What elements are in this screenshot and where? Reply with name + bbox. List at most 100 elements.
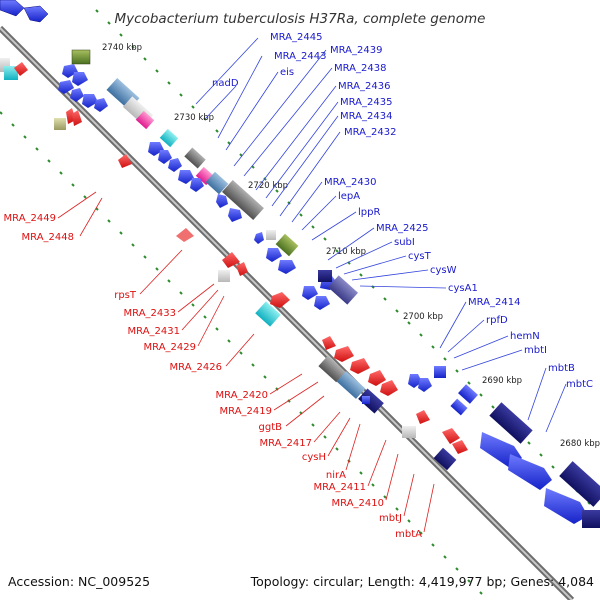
- gene-label[interactable]: MRA_2445: [270, 32, 322, 43]
- gene-block[interactable]: [334, 346, 354, 362]
- gene-block[interactable]: [0, 0, 25, 17]
- gene-label[interactable]: MRA_2430: [324, 177, 376, 188]
- gene-label[interactable]: MRA_2443: [274, 51, 326, 62]
- gene-block[interactable]: [222, 252, 240, 268]
- gene-block[interactable]: [270, 292, 290, 308]
- gene-block[interactable]: [228, 208, 242, 222]
- gene-block[interactable]: [314, 296, 330, 310]
- gene-block[interactable]: [72, 110, 82, 126]
- gene-block[interactable]: [318, 355, 346, 383]
- gene-block[interactable]: [216, 194, 228, 208]
- gene-label[interactable]: nadD: [212, 78, 239, 89]
- gene-label[interactable]: lepA: [338, 191, 360, 202]
- gene-block[interactable]: [148, 142, 164, 156]
- gene-label[interactable]: subI: [394, 237, 415, 248]
- gene-block[interactable]: [433, 447, 457, 471]
- gene-block[interactable]: [489, 402, 533, 444]
- gene-block[interactable]: [434, 366, 446, 378]
- gene-block[interactable]: [275, 233, 299, 257]
- gene-block[interactable]: [71, 49, 91, 65]
- gene-block[interactable]: [368, 370, 386, 386]
- gene-block[interactable]: [442, 428, 460, 444]
- gene-block[interactable]: [452, 440, 468, 454]
- gene-block[interactable]: [322, 336, 336, 350]
- gene-label[interactable]: MRA_2439: [330, 45, 382, 56]
- gene-block[interactable]: [358, 388, 384, 414]
- gene-label[interactable]: cysT: [408, 251, 432, 262]
- gene-label[interactable]: MRA_2410: [332, 498, 384, 509]
- gene-block[interactable]: [582, 510, 600, 528]
- gene-label[interactable]: cysH: [302, 452, 326, 463]
- gene-block[interactable]: [416, 410, 430, 424]
- gene-block[interactable]: [222, 180, 264, 220]
- gene-block[interactable]: [544, 488, 588, 524]
- gene-label[interactable]: hemN: [510, 331, 540, 342]
- gene-block[interactable]: [54, 118, 66, 130]
- gene-label[interactable]: MRA_2433: [124, 308, 176, 319]
- gene-label[interactable]: MRA_2434: [340, 111, 392, 122]
- gene-block[interactable]: [184, 147, 206, 169]
- gene-block[interactable]: [266, 230, 276, 240]
- gene-block[interactable]: [408, 374, 422, 388]
- gene-block[interactable]: [266, 248, 282, 262]
- gene-block[interactable]: [158, 150, 172, 164]
- gene-block[interactable]: [236, 262, 248, 276]
- gene-label[interactable]: MRA_2426: [170, 362, 222, 373]
- gene-label[interactable]: nirA: [326, 470, 346, 481]
- gene-label[interactable]: MRA_2417: [260, 438, 312, 449]
- gene-block[interactable]: [168, 158, 182, 172]
- gene-block[interactable]: [450, 398, 468, 416]
- gene-label[interactable]: MRA_2420: [216, 390, 268, 401]
- gene-label[interactable]: MRA_2429: [144, 342, 196, 353]
- gene-label[interactable]: cysW: [430, 265, 457, 276]
- gene-block[interactable]: [94, 98, 108, 112]
- gene-block[interactable]: [72, 72, 88, 86]
- gene-block[interactable]: [218, 270, 230, 282]
- gene-block[interactable]: [62, 64, 78, 78]
- gene-block[interactable]: [559, 461, 600, 507]
- gene-label[interactable]: MRA_2448: [22, 232, 74, 243]
- gene-label[interactable]: MRA_2438: [334, 63, 386, 74]
- gene-label[interactable]: MRA_2419: [220, 406, 272, 417]
- gene-label[interactable]: MRA_2411: [314, 482, 366, 493]
- gene-block[interactable]: [58, 80, 74, 94]
- gene-block[interactable]: [23, 5, 49, 23]
- gene-label[interactable]: mbtI: [524, 345, 547, 356]
- gene-block[interactable]: [362, 396, 370, 404]
- gene-label[interactable]: cysA1: [448, 283, 478, 294]
- gene-block[interactable]: [0, 58, 10, 72]
- gene-block[interactable]: [176, 228, 194, 242]
- gene-block[interactable]: [159, 128, 179, 148]
- gene-block[interactable]: [458, 384, 478, 404]
- gene-label[interactable]: mbtJ: [379, 513, 402, 524]
- gene-label[interactable]: MRA_2431: [128, 326, 180, 337]
- gene-block[interactable]: [205, 171, 229, 195]
- gene-block[interactable]: [190, 178, 204, 192]
- gene-label[interactable]: lppR: [358, 207, 380, 218]
- gene-block[interactable]: [418, 378, 432, 392]
- gene-label[interactable]: mbtA: [395, 529, 422, 540]
- gene-label[interactable]: mbtC: [566, 379, 593, 390]
- gene-block[interactable]: [302, 286, 318, 300]
- gene-label[interactable]: MRA_2432: [344, 127, 396, 138]
- gene-label[interactable]: MRA_2425: [376, 223, 428, 234]
- gene-block[interactable]: [135, 110, 155, 130]
- gene-label[interactable]: rpfD: [486, 315, 508, 326]
- gene-block[interactable]: [327, 275, 359, 305]
- gene-block[interactable]: [254, 232, 264, 244]
- gene-block[interactable]: [380, 380, 398, 396]
- gene-block[interactable]: [336, 371, 366, 399]
- gene-block[interactable]: [508, 454, 552, 490]
- gene-block[interactable]: [118, 154, 132, 168]
- gene-label[interactable]: MRA_2449: [4, 213, 56, 224]
- gene-block[interactable]: [402, 426, 416, 438]
- gene-label[interactable]: mbtB: [548, 363, 575, 374]
- gene-block[interactable]: [278, 260, 296, 274]
- gene-block[interactable]: [4, 66, 18, 80]
- gene-block[interactable]: [318, 270, 332, 282]
- gene-block[interactable]: [70, 88, 84, 102]
- gene-label[interactable]: rpsT: [114, 290, 137, 301]
- gene-block[interactable]: [255, 301, 281, 327]
- gene-block[interactable]: [82, 94, 98, 108]
- gene-label[interactable]: MRA_2435: [340, 97, 392, 108]
